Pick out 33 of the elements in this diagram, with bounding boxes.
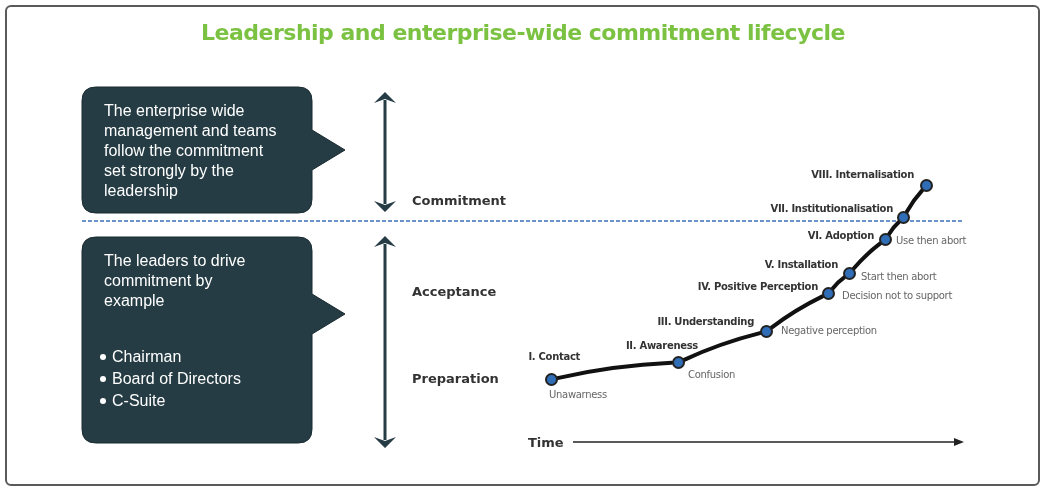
curve-segment: [851, 241, 883, 271]
curve-segment: [555, 360, 674, 381]
bullet-item: Chairman: [112, 347, 182, 367]
speech-callout: [82, 87, 345, 213]
curve-segment: [769, 294, 825, 330]
stage-caption: Start then abort: [861, 271, 937, 282]
stage-label: III. Understanding: [657, 316, 754, 327]
phase-label: Preparation: [412, 371, 499, 386]
speech-callout: [82, 237, 345, 443]
stage-label: V. Installation: [764, 259, 838, 270]
bullet-item: C-Suite: [112, 391, 166, 411]
stage-caption: Negative perception: [781, 325, 877, 336]
curve-segment: [887, 220, 901, 236]
phase-label: Commitment: [412, 193, 507, 208]
stage-label: IV. Positive Perception: [697, 281, 818, 292]
stage-caption: Confusion: [688, 369, 736, 380]
curve-segment: [904, 188, 925, 214]
bullet-item: Board of Directors: [112, 369, 241, 389]
stage-caption: Decision not to support: [842, 290, 953, 301]
stage-caption: Use then abort: [896, 235, 967, 246]
callout-text: The leaders to drive commitment by example: [104, 251, 247, 311]
stage-caption: Unawarness: [549, 389, 607, 400]
axis-label: Time: [528, 435, 564, 450]
stage-label: II. Awareness: [625, 340, 698, 351]
title: Leadership and enterprise-wide commitment lifecycle: [200, 20, 846, 45]
curve-segment: [682, 331, 762, 362]
callout-text: The enterprise wide management and teams follow the commitment set strongly by the leadership: [104, 101, 278, 201]
stage-label: VIII. Internalisation: [811, 169, 914, 180]
stage-label: VI. Adoption: [807, 230, 874, 241]
phase-label: Acceptance: [412, 284, 497, 299]
stage-label: VII. Institutionalisation: [770, 203, 893, 214]
curve-segment: [830, 275, 847, 291]
stage-label: I. Contact: [528, 351, 580, 362]
